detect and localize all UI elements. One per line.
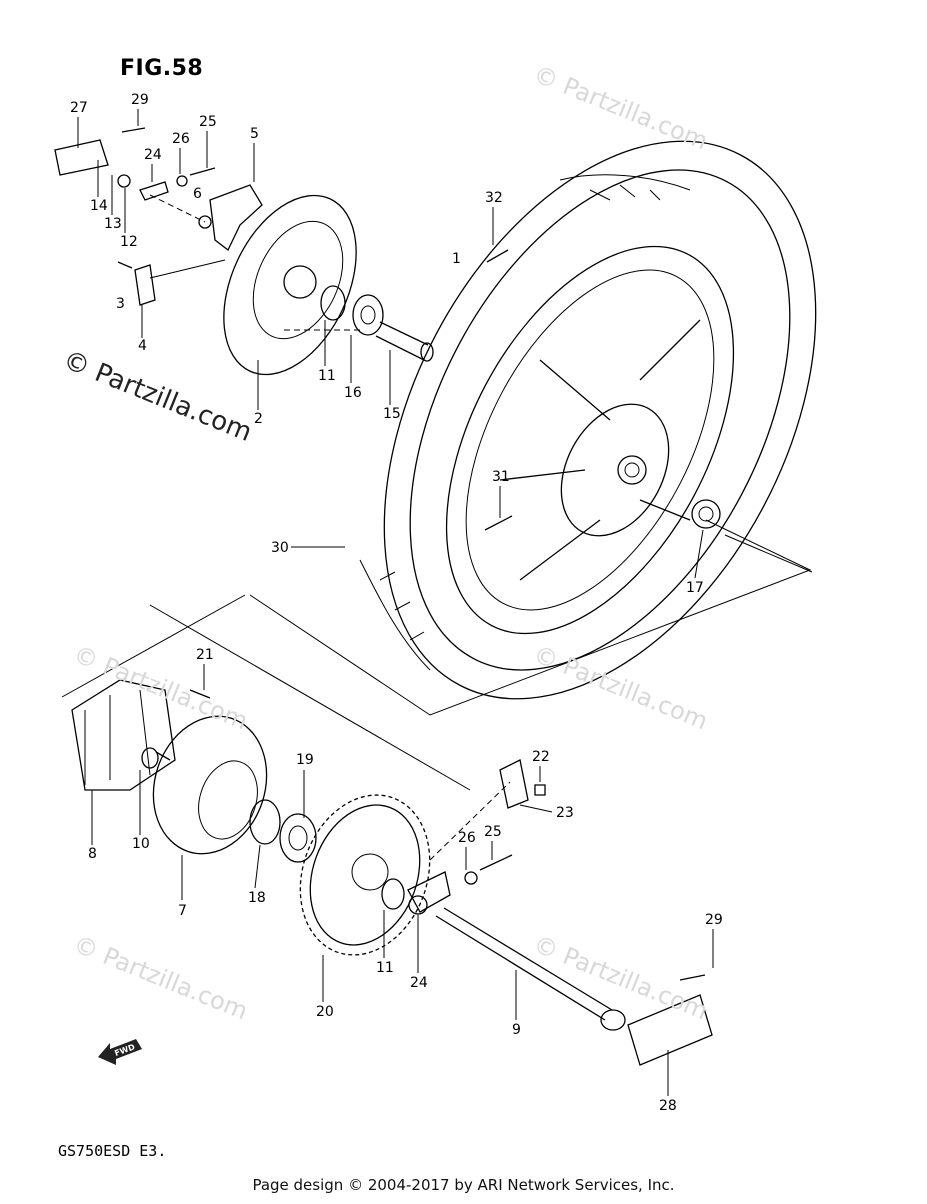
callout: 26 <box>458 830 476 846</box>
callout: 3 <box>116 296 125 312</box>
callout-labels: 1 2 3 4 5 6 8 7 9 10 11 11 12 13 14 <box>70 92 723 1114</box>
figure-title: FIG.58 <box>120 56 204 81</box>
callout: 15 <box>383 406 401 422</box>
callout: 7 <box>178 903 187 919</box>
callout: 22 <box>532 749 550 765</box>
callout: 11 <box>376 960 394 976</box>
callout: 24 <box>410 975 428 991</box>
callout: 24 <box>144 147 162 163</box>
callout: 10 <box>132 836 150 852</box>
callout: 11 <box>318 368 336 384</box>
callout: 19 <box>296 752 314 768</box>
callout: 25 <box>199 114 217 130</box>
callout: 14 <box>90 198 108 214</box>
callout: 18 <box>248 890 266 906</box>
model-code: GS750ESD E3. <box>58 1142 167 1160</box>
callout: 5 <box>250 126 259 142</box>
callout: 32 <box>485 190 503 206</box>
callout: 6 <box>193 186 202 202</box>
callout: 8 <box>88 846 97 862</box>
callout: 12 <box>120 234 138 250</box>
rear-wheel-assembly <box>54 127 817 716</box>
callout: 20 <box>316 1004 334 1020</box>
callout: 4 <box>138 338 147 354</box>
callout: 26 <box>172 131 190 147</box>
sprocket-assembly <box>61 594 713 1066</box>
callout: 31 <box>492 469 510 485</box>
fwd-label: FWD <box>113 1042 136 1058</box>
callout: 30 <box>271 540 289 556</box>
callout: 23 <box>556 805 574 821</box>
callout: 2 <box>254 411 263 427</box>
footer-copyright: Page design © 2004-2017 by ARI Network S… <box>252 1176 675 1194</box>
callout: 1 <box>452 251 461 267</box>
fwd-arrow-icon: FWD <box>96 1035 146 1069</box>
callout: 25 <box>484 824 502 840</box>
callout: 13 <box>104 216 122 232</box>
callout: 21 <box>196 647 214 663</box>
callout: 17 <box>686 580 704 596</box>
callout: 16 <box>344 385 362 401</box>
callout: 28 <box>659 1098 677 1114</box>
callout: 29 <box>131 92 149 108</box>
callout: 27 <box>70 100 88 116</box>
callout: 29 <box>705 912 723 928</box>
callout: 9 <box>512 1022 521 1038</box>
